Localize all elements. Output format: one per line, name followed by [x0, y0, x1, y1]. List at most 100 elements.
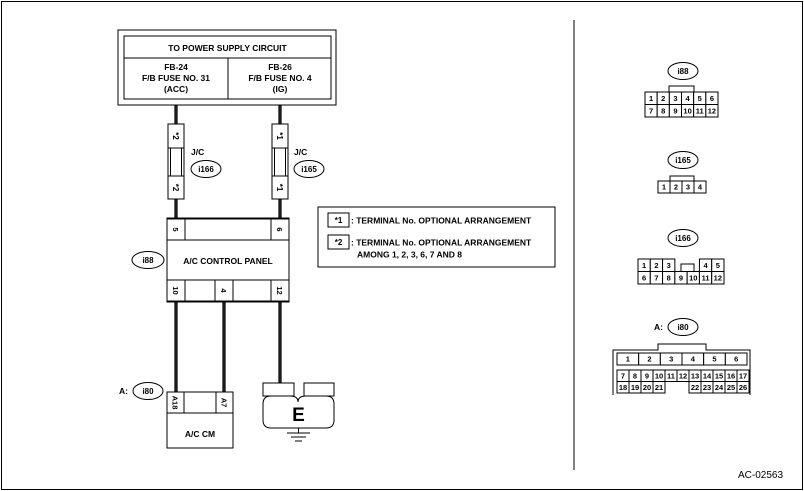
- legend-text: : TERMINAL No. OPTIONAL ARRANGEMENT: [351, 238, 532, 248]
- connector-id: i80: [677, 323, 689, 332]
- ground-symbol-icon: [287, 428, 310, 442]
- legend-text: AMONG 1, 2, 3, 6, 7 AND 8: [357, 250, 462, 260]
- pin-number: 5: [698, 94, 702, 103]
- connector-prefix: A:: [654, 322, 663, 332]
- pin-label: 10: [171, 286, 180, 294]
- ac-cm-body: [166, 391, 234, 449]
- pin-number: 15: [715, 371, 723, 380]
- connector-id-oval: [190, 160, 222, 178]
- pin-number: 4: [685, 94, 690, 103]
- joint-connector-left: *2 *2 J/C i166: [167, 123, 222, 200]
- connector-shell: [612, 343, 751, 395]
- terminal-mark: *2: [171, 132, 180, 140]
- pin-number: 8: [633, 371, 637, 380]
- ground-tab: [303, 382, 335, 397]
- connector-id-oval: [293, 160, 325, 178]
- fuse-code: FB-24: [164, 62, 188, 72]
- pin-number: 26: [739, 383, 747, 392]
- legend-mark-box: [327, 212, 350, 228]
- connector-cell: [711, 271, 725, 285]
- connector-cell: [693, 180, 707, 194]
- connector-id: i166: [198, 165, 214, 174]
- figure-id: AC-02563: [738, 470, 783, 481]
- connector-id: i165: [301, 165, 317, 174]
- pin-number: 2: [674, 183, 678, 192]
- connector-id-oval: [667, 151, 699, 169]
- pin-number: 1: [642, 261, 646, 270]
- joint-connector-label: J/C: [191, 147, 204, 157]
- pin-number: 22: [691, 383, 699, 392]
- pin-number: 1: [649, 94, 653, 103]
- connector-latch: [669, 175, 695, 182]
- connector-id: i88: [677, 67, 689, 76]
- fuse-name: F/B FUSE NO. 31: [142, 73, 210, 83]
- pin-number: 6: [710, 94, 714, 103]
- legend: *1 : TERMINAL No. OPTIONAL ARRANGEMENT *…: [317, 206, 556, 268]
- connector-id: i166: [675, 234, 691, 243]
- pin-number: 14: [703, 371, 712, 380]
- pin-number: 3: [673, 94, 677, 103]
- control-panel-name: A/C CONTROL PANEL: [183, 256, 272, 266]
- connector-id-oval: [132, 382, 164, 400]
- pin-number: 2: [647, 355, 651, 364]
- pin-number: 19: [631, 383, 639, 392]
- connector-id: i80: [142, 387, 154, 396]
- pin-number: 4: [703, 261, 708, 270]
- pin-number: 10: [689, 273, 697, 282]
- pin-number: 6: [642, 273, 646, 282]
- pin-number: 12: [679, 371, 687, 380]
- pin-number: 1: [626, 355, 630, 364]
- pin-number: 9: [673, 106, 677, 115]
- legend-mark: *2: [335, 238, 343, 247]
- pin-number: 9: [645, 371, 649, 380]
- pin-number: 12: [714, 273, 722, 282]
- terminal-mark-box: [167, 175, 185, 200]
- legend-mark: *1: [335, 216, 343, 225]
- pin-number: 3: [667, 261, 671, 270]
- pin-number: 20: [643, 383, 651, 392]
- terminal-mark: *1: [275, 132, 284, 140]
- pin-number: 11: [702, 273, 710, 282]
- connector-id-oval: [667, 62, 699, 80]
- pin-number: 18: [619, 383, 627, 392]
- joint-connector-right: *1 *1 J/C i165: [271, 123, 325, 200]
- legend-frame: [317, 206, 556, 268]
- pin-number: 5: [712, 355, 716, 364]
- legend-text: : TERMINAL No. OPTIONAL ARRANGEMENT: [351, 216, 532, 226]
- pin-number: 12: [708, 106, 716, 115]
- fuse-code: FB-26: [268, 62, 292, 72]
- pin-number: 9: [679, 273, 683, 282]
- pin-number: 4: [698, 183, 703, 192]
- fuse-name: F/B FUSE NO. 4: [248, 73, 312, 83]
- fuse-mode: (ACC): [164, 84, 188, 94]
- ac-control-panel: i88 5 6 A/C CONTROL PANEL 10 4 12: [131, 217, 290, 303]
- connector-prefix: A:: [119, 386, 128, 396]
- terminal-mark: *2: [171, 184, 180, 192]
- pin-number: 24: [715, 383, 724, 392]
- pin-label: A18: [171, 396, 180, 410]
- power-supply-box: TO POWER SUPPLY CIRCUIT FB-24 F/B FUSE N…: [117, 29, 337, 106]
- control-panel-output-strip: [166, 279, 290, 302]
- pin-number: 11: [696, 106, 704, 115]
- connector-id-oval: [667, 318, 699, 336]
- pin-label: 6: [275, 227, 284, 231]
- pin-number: 13: [691, 371, 699, 380]
- pin-number: 7: [654, 273, 658, 282]
- pin-number: 10: [655, 371, 663, 380]
- pin-number: 16: [727, 371, 735, 380]
- pin-number: 17: [739, 371, 747, 380]
- pin-number: 3: [669, 355, 673, 364]
- terminal-mark: *1: [275, 184, 284, 192]
- ground-label: E: [292, 405, 305, 426]
- ground-terminal: E: [262, 382, 335, 442]
- power-supply-title: TO POWER SUPPLY CIRCUIT: [168, 43, 287, 53]
- connector-id-oval: [667, 229, 699, 247]
- joint-connector-label: J/C: [294, 147, 307, 157]
- connector-id-oval: [131, 251, 165, 269]
- pin-number: 8: [661, 106, 665, 115]
- legend-mark-box: [327, 234, 350, 250]
- connector-latch: [668, 85, 695, 93]
- pin-number: 2: [654, 261, 658, 270]
- pin-number: 25: [727, 383, 735, 392]
